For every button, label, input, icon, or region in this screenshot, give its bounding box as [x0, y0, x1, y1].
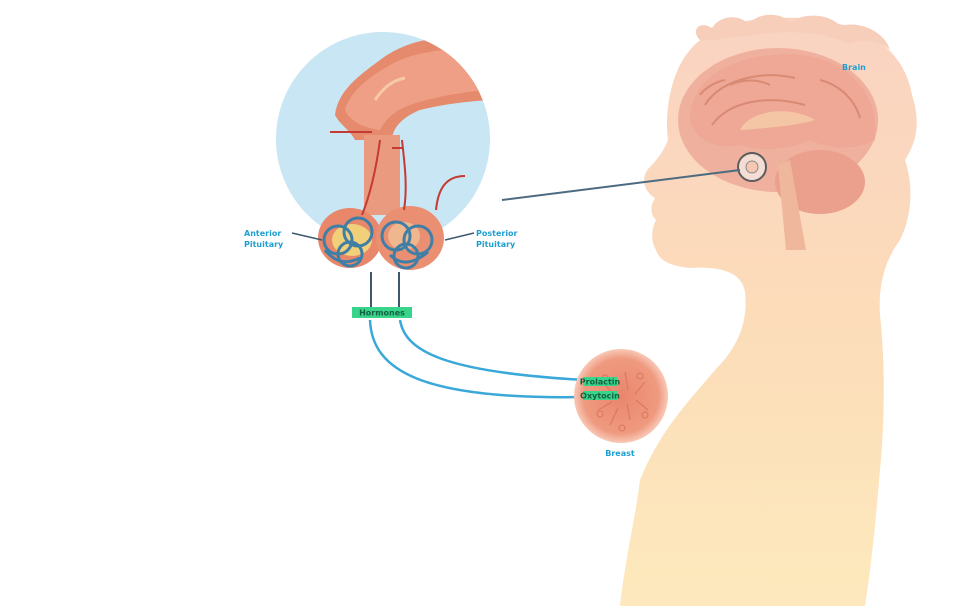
hormones-label: Hormones: [359, 309, 405, 318]
hormones-tag: [352, 307, 412, 318]
posterior-label-line1: Posterior: [476, 229, 518, 238]
posterior-label-line2: Pituitary: [476, 240, 516, 249]
breast-label: Breast: [605, 449, 635, 458]
prolactin-label: Prolactin: [580, 378, 621, 387]
anterior-label-line1: Anterior: [244, 229, 281, 238]
portal-loops: [322, 216, 434, 270]
anterior-label-line2: Pituitary: [244, 240, 284, 249]
hair-wisp: [695, 14, 890, 50]
blood-vessels: [330, 131, 466, 216]
oxytocin-tag: [583, 391, 617, 400]
brain: [678, 48, 878, 250]
hormone-path-oxytocin: [368, 319, 586, 399]
pituitary-zoom: [276, 32, 490, 270]
posterior-pointer: [444, 232, 475, 241]
anterior-pointer: [291, 232, 323, 241]
prolactin-tag: [583, 377, 617, 386]
zoom-connector-line: [501, 169, 741, 201]
brain-label: Brain: [842, 63, 866, 72]
oxytocin-label: Oxytocin: [580, 392, 620, 401]
hormone-path-prolactin: [398, 319, 586, 382]
